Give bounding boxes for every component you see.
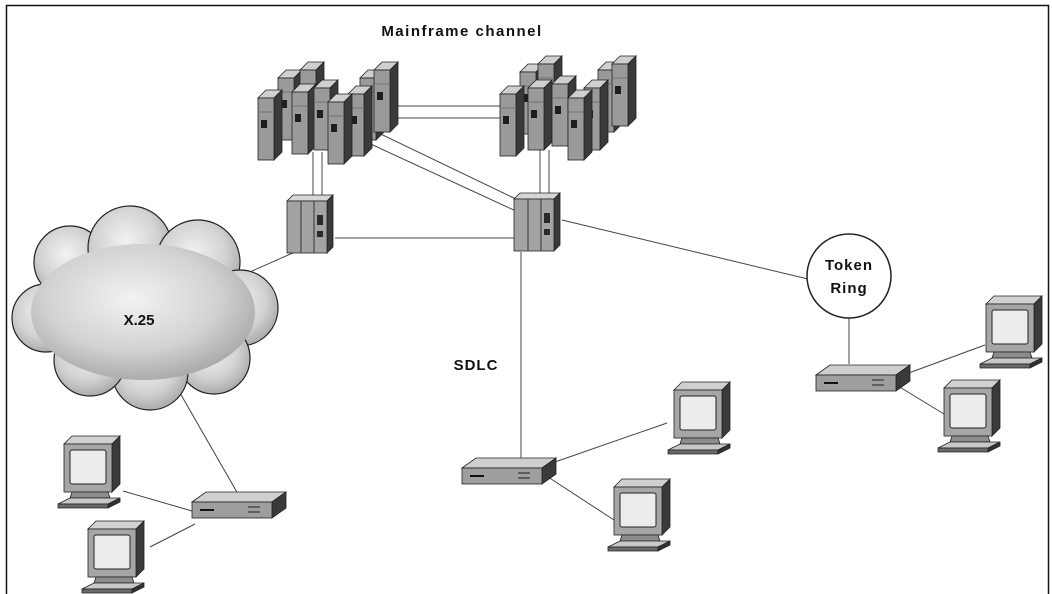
- workstation-x25-2: [81, 520, 145, 594]
- x25-label: X.25: [124, 312, 155, 329]
- token-ring-label-line1: Token: [825, 257, 873, 274]
- x25-cloud: [11, 205, 279, 411]
- mainframe-right: [499, 55, 637, 161]
- workstation-token-ring-2: [937, 379, 1001, 453]
- channel-controller-left: [286, 194, 334, 254]
- cluster-controller-x25: [191, 491, 287, 519]
- cluster-controller-sdlc: [461, 457, 557, 485]
- workstation-token-ring-1: [979, 295, 1043, 369]
- mainframe-left: [257, 61, 399, 165]
- diagram-frame: [5, 4, 1050, 594]
- workstation-sdlc-1: [667, 381, 731, 455]
- channel-controller-right: [513, 192, 561, 252]
- workstation-sdlc-2: [607, 478, 671, 552]
- mainframe-channel-label: Mainframe channel: [381, 23, 542, 40]
- connection-lines: [122, 105, 986, 548]
- token-ring-label-line2: Ring: [830, 280, 867, 297]
- workstation-x25-1: [57, 435, 121, 509]
- token-ring: [806, 233, 892, 319]
- cluster-controller-token-ring: [815, 364, 911, 392]
- sdlc-label: SDLC: [454, 357, 499, 374]
